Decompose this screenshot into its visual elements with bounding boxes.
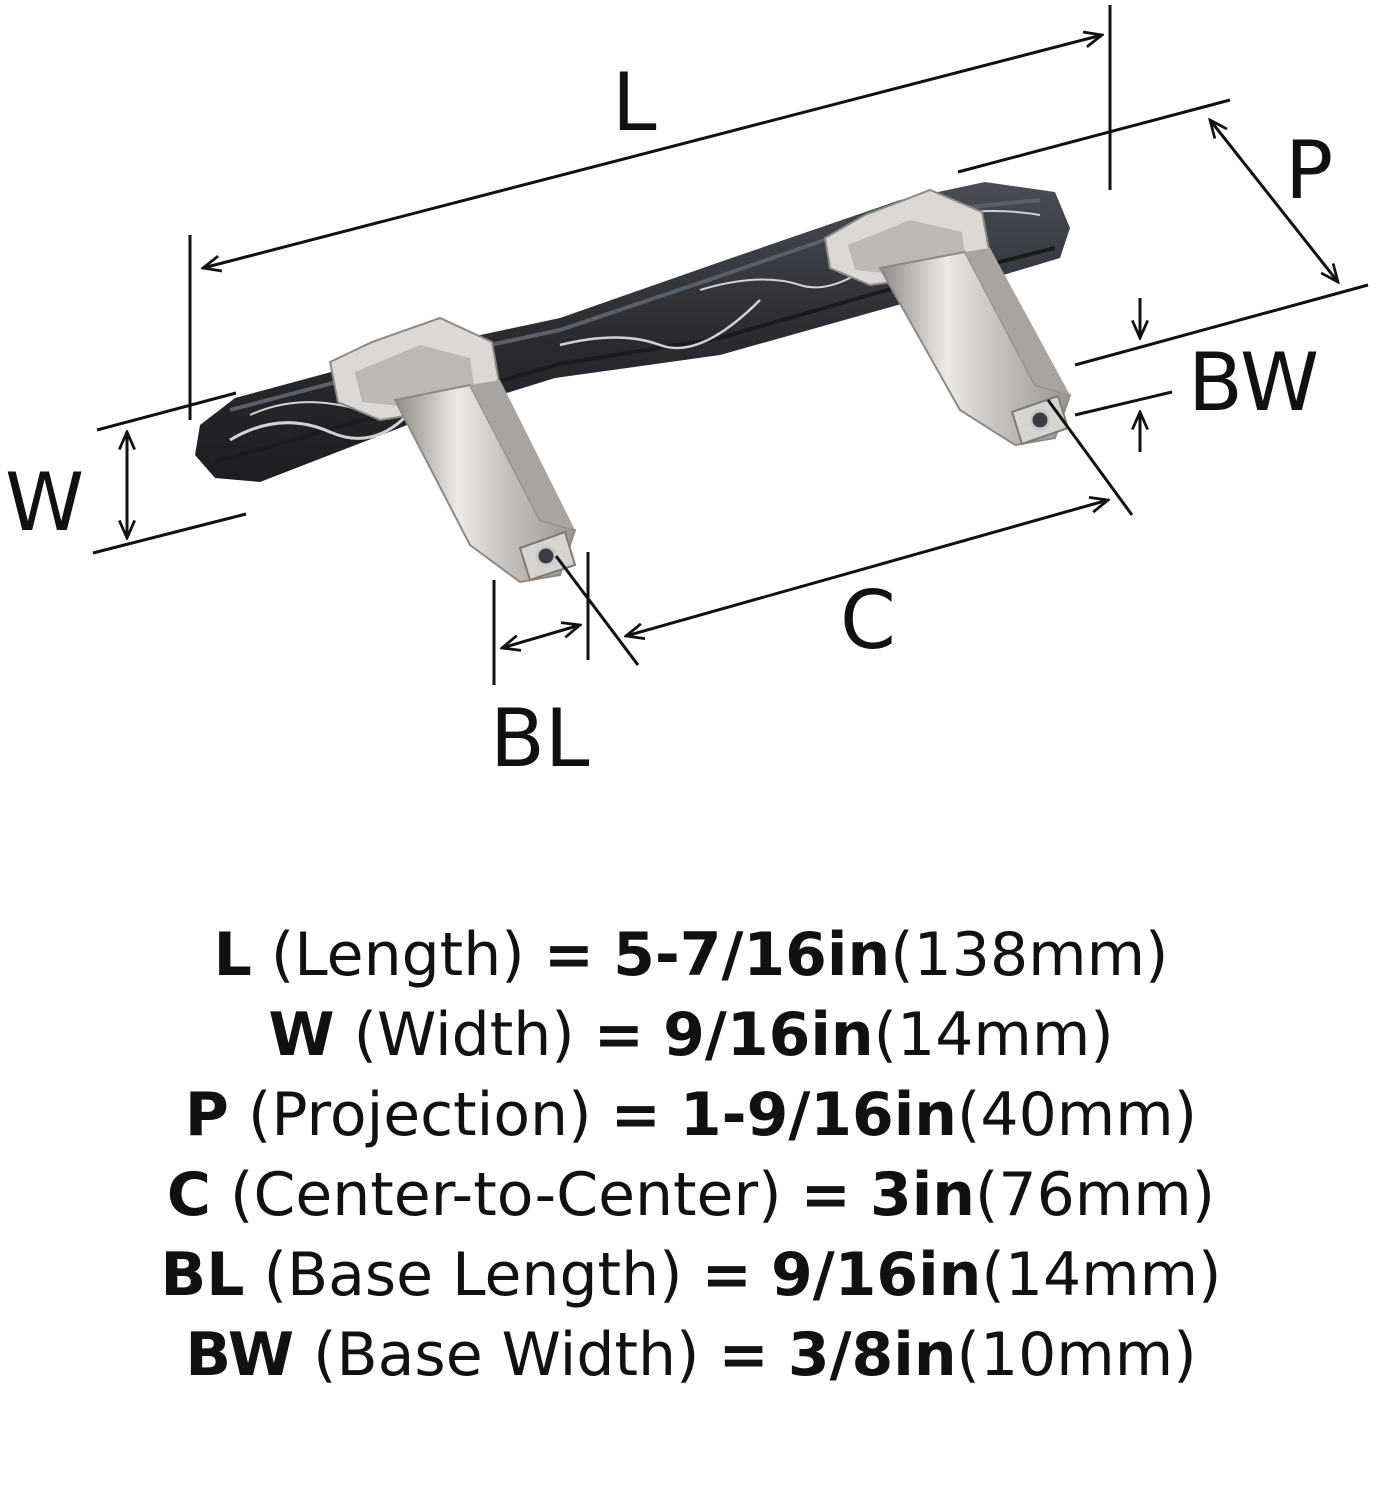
spec-code: BW [185, 1320, 295, 1390]
spec-imperial: 3in [869, 1160, 976, 1230]
projection-extension-bottom [1074, 283, 1369, 367]
width-extension-bottom [92, 512, 247, 555]
spec-equals: = [593, 1000, 645, 1070]
center-arrow [626, 500, 1108, 636]
spec-imperial: 9/16in [663, 1000, 874, 1070]
marble-vein [559, 299, 761, 350]
label-BW: BW [1188, 336, 1319, 429]
center-line-right [1046, 399, 1134, 516]
label-BL: BL [490, 692, 590, 785]
spec-equals: = [718, 1320, 769, 1390]
spec-metric: (14mm) [981, 1240, 1222, 1310]
spec-code: W [268, 1000, 335, 1070]
spec-width: W (Width) = 9/16in(14mm) [0, 995, 1382, 1075]
center-line-left [554, 555, 640, 666]
spec-projection: P (Projection) = 1-9/16in(40mm) [0, 1075, 1382, 1155]
spec-code: L [213, 920, 252, 990]
spec-code: C [166, 1160, 211, 1230]
spec-name: (Base Length) [263, 1240, 683, 1310]
spec-equals: = [800, 1160, 851, 1230]
projection-extension-top [957, 98, 1231, 174]
spec-imperial: 3/8in [787, 1320, 957, 1390]
projection-arrow [1210, 120, 1338, 282]
handle-illustration [195, 182, 1072, 584]
spec-name: (Center-to-Center) [230, 1160, 782, 1230]
spec-base-length: BL (Base Length) = 9/16in(14mm) [0, 1235, 1382, 1315]
spec-metric: (40mm) [957, 1080, 1198, 1150]
spec-length: L (Length) = 5-7/16in(138mm) [0, 915, 1382, 995]
length-arrow [203, 35, 1102, 268]
label-C: C [840, 574, 896, 667]
spec-metric: (14mm) [873, 1000, 1114, 1070]
spec-name: (Base Width) [313, 1320, 700, 1390]
label-L: L [612, 56, 657, 149]
spec-name: (Projection) [247, 1080, 592, 1150]
spec-imperial: 5-7/16in [613, 920, 891, 990]
base-width-extension [1074, 390, 1173, 417]
spec-center-to-center: C (Center-to-Center) = 3in(76mm) [0, 1155, 1382, 1235]
spec-imperial: 1-9/16in [679, 1080, 958, 1150]
spec-metric: (10mm) [956, 1320, 1197, 1390]
spec-name: (Width) [353, 1000, 575, 1070]
spec-code: BL [160, 1240, 245, 1310]
spec-imperial: 9/16in [770, 1240, 982, 1310]
base-length-arrow [502, 625, 580, 648]
dimension-lines [92, 5, 1369, 685]
spec-name: (Length) [270, 920, 525, 990]
width-extension-top [96, 391, 237, 432]
spec-equals: = [543, 920, 595, 990]
spec-equals: = [610, 1080, 661, 1150]
label-P: P [1285, 124, 1333, 217]
spec-base-width: BW (Base Width) = 3/8in(10mm) [0, 1315, 1382, 1395]
label-W: W [5, 456, 84, 549]
dimension-diagram: L P BW W C BL [5, 5, 1369, 785]
spec-code: P [184, 1080, 229, 1150]
left-post [328, 316, 577, 584]
spec-equals: = [701, 1240, 752, 1310]
marble-vein [229, 399, 422, 442]
spec-metric: (76mm) [975, 1160, 1216, 1230]
specifications-list: L (Length) = 5-7/16in(138mm) W (Width) =… [0, 915, 1382, 1395]
spec-metric: (138mm) [890, 920, 1169, 990]
